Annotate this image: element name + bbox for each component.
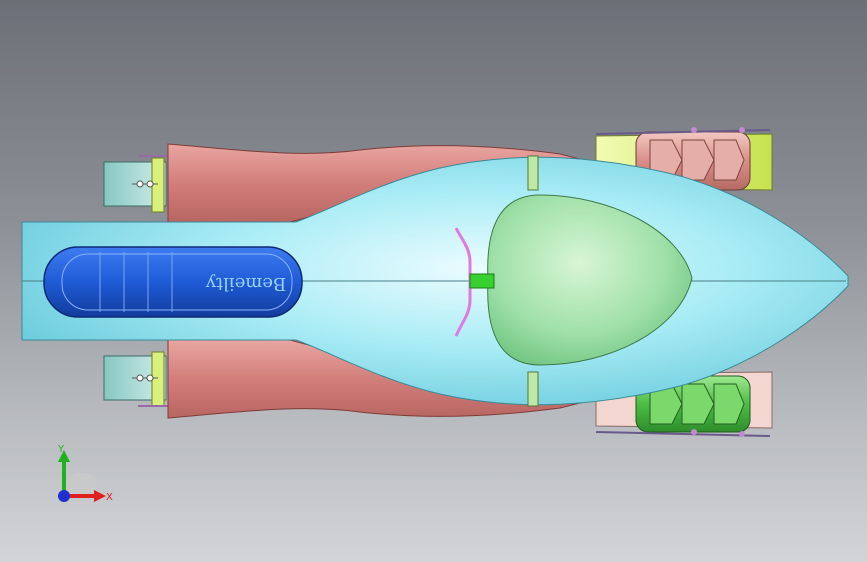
lower-axle-bolt xyxy=(691,429,697,435)
x-axis-label: X xyxy=(106,492,113,503)
lower-axle-bolt xyxy=(739,431,745,437)
x-axis-arrowhead xyxy=(94,490,106,502)
z-axis-point xyxy=(58,490,70,502)
upper-roll-mount xyxy=(527,155,539,191)
upper-rear-mount[interactable] xyxy=(103,155,170,213)
upper-axle-bolt xyxy=(691,127,697,133)
body-decal-text: Bemeilty xyxy=(205,273,286,294)
cockpit-inner-rim xyxy=(61,253,293,311)
upper-wheel-tread xyxy=(649,139,745,181)
lower-rear-mount[interactable] xyxy=(103,351,170,407)
y-axis-label: Y xyxy=(57,444,65,455)
cockpit[interactable] xyxy=(43,246,303,318)
rear-lower-wheel-assembly[interactable] xyxy=(595,371,773,437)
lower-roll-mount xyxy=(527,371,539,407)
lower-wheel-tread xyxy=(649,383,745,425)
y-axis-arrowhead xyxy=(58,450,70,462)
coordinate-triad: Y X xyxy=(57,444,113,503)
upper-axle-bolt xyxy=(739,127,745,133)
triad-plane-shade xyxy=(59,472,96,496)
canopy[interactable] xyxy=(487,194,693,366)
steering-hub[interactable] xyxy=(469,273,495,289)
